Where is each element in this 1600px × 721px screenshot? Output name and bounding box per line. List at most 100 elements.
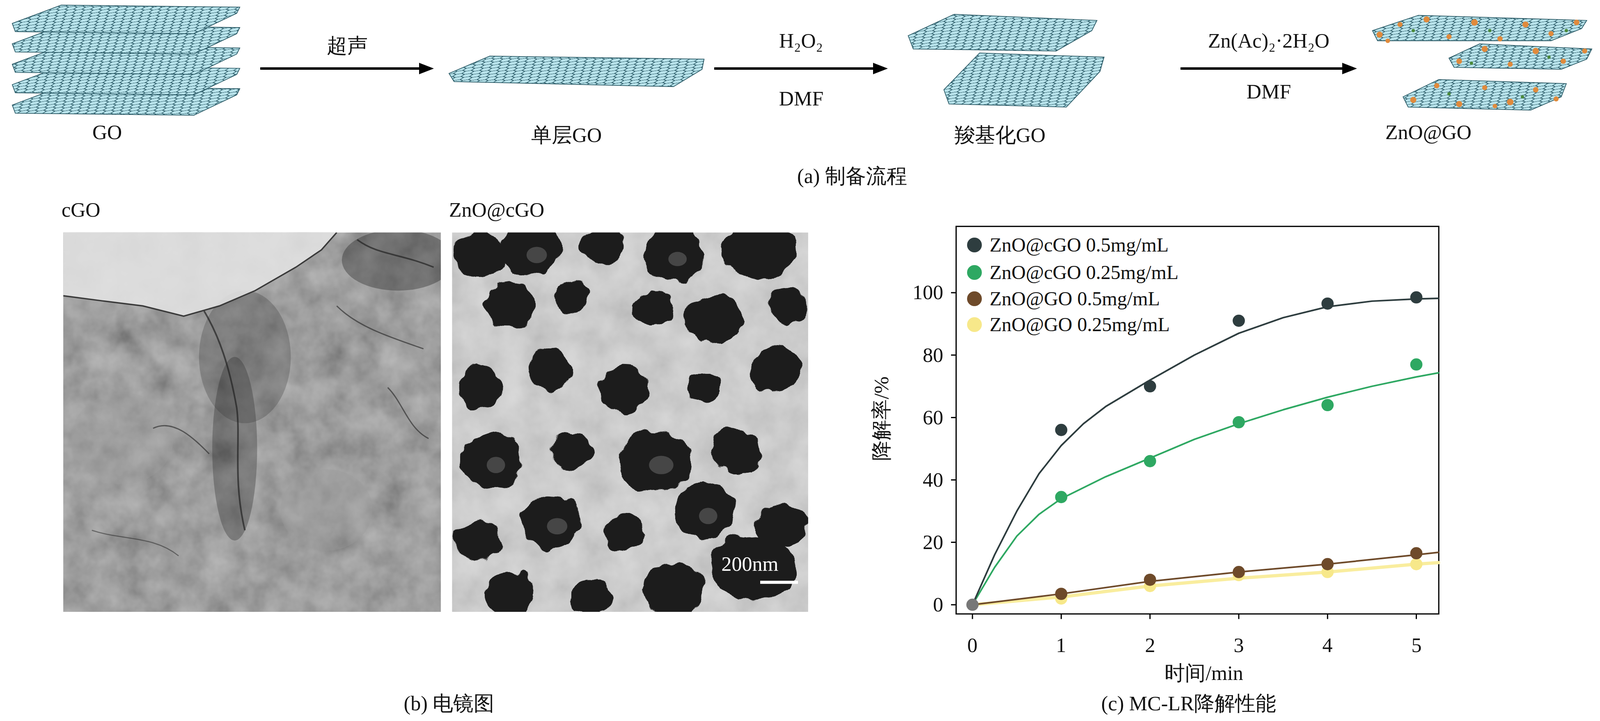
particle-core	[526, 246, 548, 264]
zno-particles	[1506, 98, 1514, 106]
tem-image	[387, 387, 429, 439]
tem-image	[63, 232, 441, 613]
zno-particles	[528, 348, 574, 390]
zno-particles	[749, 346, 801, 392]
process-step: 羧基化GO	[887, 4, 1181, 144]
graphene-stack	[12, 4, 240, 34]
zno-particles	[484, 283, 536, 329]
tem-image	[63, 232, 337, 317]
process-step: ZnO@GO	[1357, 4, 1597, 144]
tem-image	[280, 469, 373, 551]
tem-image	[204, 311, 245, 531]
zno-particles	[552, 281, 590, 315]
legend-text: ZnO@GO 0.5mg/mL	[989, 287, 1160, 310]
zno-particles	[499, 232, 562, 277]
legend-dot	[967, 265, 982, 280]
axis-tick: 60	[922, 405, 944, 430]
zno-particles	[453, 232, 809, 613]
axis-tick: 3	[1233, 633, 1245, 658]
step-label: 单层GO	[531, 123, 602, 148]
data-point	[1143, 573, 1157, 587]
tem-image	[71, 392, 174, 485]
legend-text: ZnO@cGO 0.5mg/mL	[989, 233, 1169, 257]
zno-particles	[632, 289, 674, 327]
legend-text: ZnO@GO 0.25mg/mL	[989, 313, 1170, 336]
chart-frame	[955, 226, 1439, 615]
zno-particles	[604, 514, 645, 551]
axis-tick: 0	[967, 633, 978, 658]
zno-particles	[685, 293, 743, 343]
fit-curve	[972, 562, 1439, 606]
zno-particles	[673, 485, 735, 539]
zno-particles	[571, 579, 613, 613]
data-point	[966, 291, 1423, 612]
step-label: ZnO@GO	[1385, 120, 1472, 145]
zno-particles	[520, 495, 582, 549]
zno-graphene	[1402, 79, 1567, 111]
zno-particles	[710, 534, 796, 600]
zno-small-particles	[1411, 29, 1415, 33]
legend-text: ZnO@cGO 0.25mg/mL	[989, 261, 1179, 284]
zno-small-particles	[1411, 29, 1568, 99]
data-point	[1143, 380, 1157, 393]
process-step: 单层GO	[433, 4, 715, 144]
zno-particles	[767, 287, 808, 325]
process-step: GO	[10, 4, 261, 144]
zno-particles	[1376, 31, 1383, 38]
step-label: GO	[92, 120, 122, 145]
zno-graphene	[1448, 43, 1592, 70]
data-point	[966, 598, 979, 612]
axis-title: 降解率/%	[869, 376, 894, 461]
panel-caption: (b) 电镜图	[403, 692, 495, 716]
zno-graphene	[1372, 15, 1587, 41]
arrow-label: 超声	[326, 34, 368, 58]
tem-image	[341, 232, 441, 292]
data-point	[1054, 291, 1423, 437]
process-arrow	[714, 67, 882, 70]
tem-image	[451, 232, 809, 613]
axis-tick: 0	[932, 593, 944, 617]
panel-caption: (a) 制备流程	[797, 164, 908, 189]
data-point	[1232, 416, 1245, 429]
data-point	[1054, 424, 1068, 437]
tem-image	[63, 232, 337, 317]
zno-particles	[1471, 19, 1478, 26]
process-arrow	[1180, 67, 1351, 70]
zno-particles	[642, 563, 704, 613]
particle-core	[546, 518, 568, 535]
data-point	[1054, 547, 1423, 601]
zno-particles	[1532, 48, 1539, 55]
data-point	[1410, 558, 1423, 571]
zno-particles	[1434, 82, 1440, 89]
axis-tick: 100	[912, 280, 944, 305]
zno-particles	[1456, 58, 1463, 65]
data-point	[1321, 398, 1334, 412]
image-title: cGO	[61, 198, 101, 223]
zno-particles	[1553, 96, 1559, 102]
data-point	[1054, 490, 1068, 504]
axis-tick: 4	[1322, 633, 1333, 658]
fit-curve	[972, 552, 1439, 606]
particle-core	[668, 252, 687, 267]
chart-frame	[951, 226, 1439, 620]
zno-particles	[484, 571, 536, 613]
data-point	[1143, 455, 1157, 468]
axis-tick: 20	[922, 530, 944, 555]
process-arrow	[260, 67, 428, 70]
image-title: ZnO@cGO	[449, 198, 545, 223]
zno-small-particles	[1447, 92, 1451, 96]
axis-tick: 5	[1411, 633, 1422, 658]
zno-particles	[1385, 38, 1390, 44]
zno-particles	[711, 428, 763, 474]
zno-small-particles	[1488, 29, 1492, 33]
zno-particles	[1482, 85, 1488, 91]
data-point	[1321, 558, 1334, 571]
legend-dot	[967, 317, 982, 333]
legend-dot	[967, 291, 982, 307]
particle-core	[699, 508, 718, 525]
zno-particles	[1397, 21, 1403, 27]
scale-bar	[760, 580, 798, 584]
graphene-sheet	[449, 56, 704, 88]
zno-particles	[1492, 103, 1497, 109]
